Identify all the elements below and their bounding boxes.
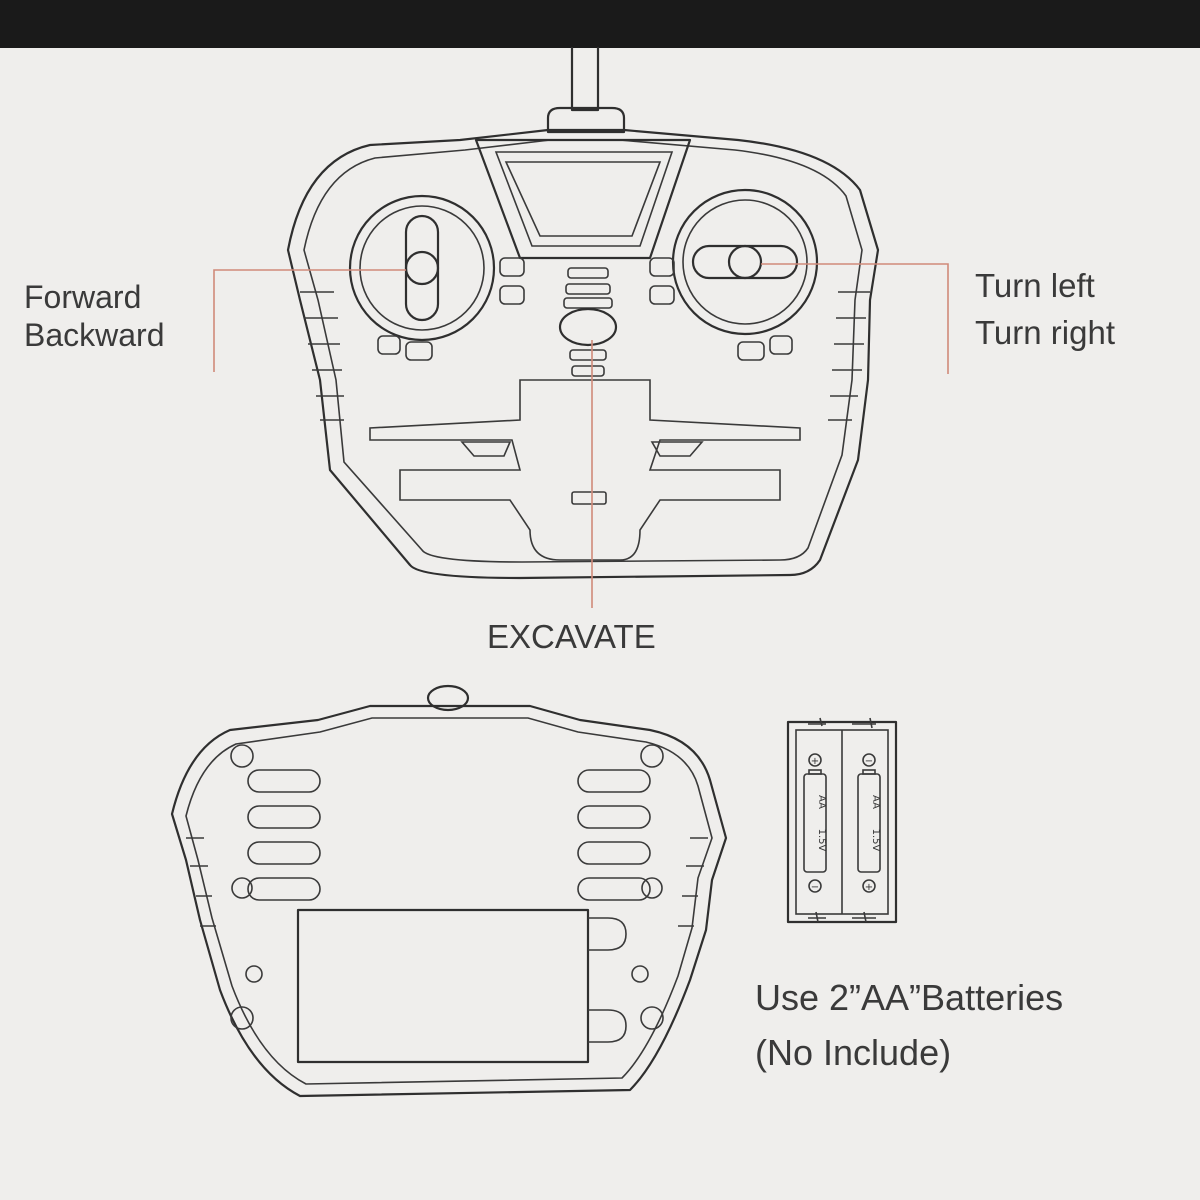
display-window [474, 138, 692, 260]
left-vent-slots [247, 769, 321, 901]
remote-front-inner-rim [303, 139, 863, 563]
battery-2-minus: − [865, 756, 873, 767]
right-trim-buttons [649, 257, 793, 361]
back-right-ridges [678, 837, 708, 927]
label-batteries-line1: Use 2”AA”Batteries [755, 977, 1064, 1018]
battery-2-voltage: 1.5V [870, 829, 881, 852]
label-forward: Forward [24, 279, 142, 315]
leader-forward-backward [213, 269, 406, 372]
display-window-inner [494, 151, 674, 247]
display-window-screen [504, 161, 662, 237]
battery-1-voltage: 1.5V [816, 829, 827, 852]
remote-back-body [170, 704, 728, 1098]
label-batteries-line2: (No Include) [755, 1032, 952, 1073]
battery-2: − AA 1.5V + [857, 753, 881, 893]
remote-front [286, 46, 880, 580]
battery-door[interactable] [296, 908, 627, 1064]
excavate-button[interactable] [558, 267, 618, 377]
back-antenna-nub [426, 684, 470, 712]
battery-2-plus: + [865, 882, 873, 893]
right-joystick[interactable] [671, 188, 819, 336]
leader-turn [761, 263, 949, 374]
left-side-ridges [300, 291, 344, 421]
antenna-base [546, 106, 626, 134]
battery-1-minus: − [811, 882, 819, 893]
right-side-ridges [828, 291, 870, 421]
label-excavate: EXCAVATE [487, 618, 656, 655]
label-turn-left: Turn left [975, 267, 1095, 304]
battery-1-plus: + [811, 756, 819, 767]
right-vent-slots [577, 769, 651, 901]
remote-front-body [286, 128, 880, 580]
label-forward-backward: Forward Backward [24, 278, 165, 354]
back-left-ridges [186, 837, 216, 927]
screw-holes [230, 744, 664, 1030]
label-backward: Backward [24, 317, 165, 353]
top-dark-band [0, 0, 1200, 48]
battery-2-type: AA [870, 795, 881, 809]
lower-grip-detail [369, 379, 801, 561]
antenna [570, 46, 600, 112]
battery-1-type: AA [816, 795, 827, 809]
leader-lines [213, 263, 949, 608]
label-turn-right: Turn right [975, 314, 1115, 351]
remote-back [170, 684, 728, 1098]
label-batteries: Use 2”AA”Batteries (No Include) [755, 970, 1063, 1080]
label-turn: Turn left Turn right [975, 262, 1115, 356]
left-trim-buttons [377, 257, 525, 361]
left-joystick[interactable] [348, 194, 496, 342]
remote-back-inner-rim [185, 717, 713, 1085]
battery-1: + AA 1.5V − [803, 753, 827, 893]
battery-compartment: + AA 1.5V − − AA 1.5V + [786, 717, 898, 924]
